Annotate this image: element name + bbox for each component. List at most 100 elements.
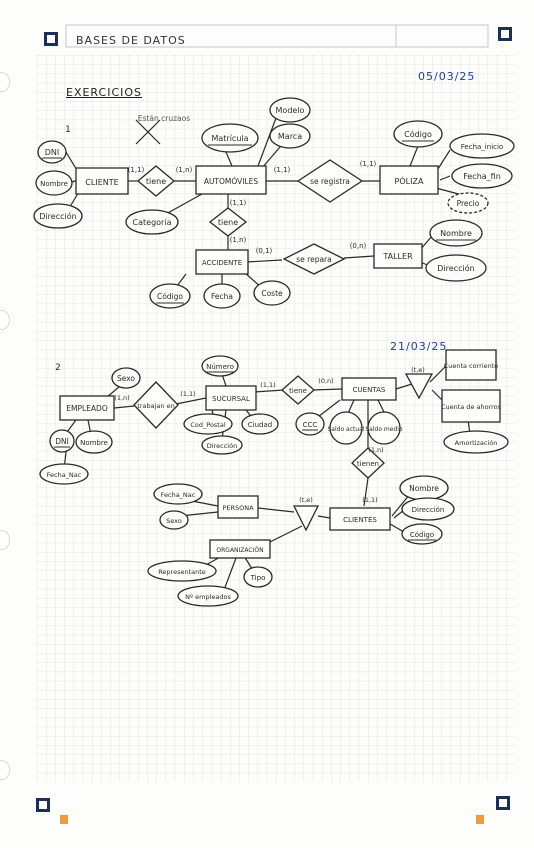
cuentas-subtypes (441, 349, 501, 423)
attr-sexo-label: Sexo (117, 374, 135, 383)
attr-cod-postal (183, 413, 233, 435)
exercise1-number: 1 (65, 125, 71, 135)
attr-fecha-nac (39, 463, 89, 485)
attr-fecha (203, 283, 241, 309)
corner-marks (36, 27, 512, 824)
rel-tiene1-label: tiene (146, 177, 166, 186)
attr-precio (447, 192, 489, 214)
rel-tiene1 (136, 165, 176, 197)
entity-sucursal (205, 385, 257, 411)
attr-modelo-label: Modelo (276, 106, 305, 115)
cuenta-ahorros-label: Cuenta de ahorros (441, 403, 502, 411)
card-ex2-4: (0,n) (318, 377, 333, 385)
card-ex2-8: (t,e) (299, 496, 313, 504)
attr-p-fecha-nac-label: Fecha_Nac (161, 491, 196, 499)
attr-nombre2 (75, 430, 113, 454)
ex1-shapes (33, 97, 515, 309)
attr-c-codigo-label: Código (410, 531, 434, 539)
rel-tiene2 (208, 207, 248, 237)
attr-marca (269, 123, 311, 149)
entity-clientes (329, 507, 391, 531)
entity-cliente (75, 167, 129, 195)
attr-c-direccion-label: Dirección (412, 506, 445, 514)
entity-sucursal-label: SUCURSAL (212, 395, 250, 403)
rel-trabaja (133, 381, 179, 429)
rel-tiene-sucursal (281, 375, 315, 405)
ex1-links (65, 117, 467, 291)
attr-numero-label: Número (206, 363, 234, 371)
attr-direccion2 (201, 435, 243, 455)
card-ex1-8: (0,n) (350, 242, 367, 250)
ex2-shapes (39, 355, 509, 607)
entity-cuentas-label: CUENTAS (353, 386, 386, 394)
attr-fecha-label: Fecha (211, 292, 233, 301)
attr-saldo-medio-label: Saldo medio (365, 426, 403, 433)
header-box (65, 24, 489, 48)
ex1-key-underlines (42, 140, 476, 304)
attr-saldo-actual (329, 411, 363, 445)
attr-representante-label: Representante (158, 568, 206, 576)
card-ex2-1: (1,n) (114, 394, 129, 402)
attr-coste (253, 280, 291, 306)
attr-c-nombre-label: Nombre (409, 484, 439, 493)
attr-cod-postal-label: Cod_Postal (190, 421, 225, 429)
attr-fecha-fin (451, 163, 513, 189)
attr-amortizacion (443, 430, 509, 454)
attr-direccion-taller-label: Dirección (437, 263, 474, 273)
attr-p-fecha-nac (153, 483, 203, 505)
attr-modelo (269, 97, 311, 123)
attr-fecha-inicio (449, 133, 515, 159)
card-ex2-2: (1,1) (180, 390, 195, 398)
attr-nombre-label: Nombre (40, 180, 68, 188)
attr-categoria (125, 209, 179, 235)
entity-poliza (379, 165, 439, 195)
rel-registra (296, 159, 364, 203)
rel-tiene2-label: tiene (218, 218, 238, 227)
entity-clientes-label: CLIENTES (343, 516, 377, 524)
card-ex1-2: (1,n) (176, 166, 193, 174)
entity-taller (373, 243, 423, 269)
attr-codigo-accidente (149, 283, 191, 309)
attr-fecha-nac-label: Fecha_Nac (47, 471, 82, 479)
rel-repara (282, 243, 346, 275)
attr-p-sexo-label: Sexo (166, 517, 182, 525)
card-ex1-4: (1,1) (360, 160, 377, 168)
attr-c-direccion (401, 497, 455, 521)
entity-accidente-label: ACCIDENTE (202, 259, 242, 267)
attr-ccc-label: CCC (303, 421, 318, 429)
card-ex1-6: (1,n) (230, 236, 247, 244)
rel-registra-label: se registra (310, 177, 350, 186)
attr-nombre (35, 170, 73, 196)
attr-numero (201, 355, 239, 377)
attr-nombre2-label: Nombre (80, 439, 108, 447)
attr-dni2-label: DNI (55, 437, 69, 446)
rel-repara-label: se repara (296, 255, 331, 264)
entity-organizacion (209, 539, 271, 559)
attr-direccion-taller (425, 254, 487, 282)
attr-marca-label: Marca (278, 132, 302, 141)
entity-empleado (59, 395, 115, 421)
card-ex1-3: (1,1) (274, 166, 291, 174)
entity-persona (217, 495, 259, 519)
attr-direccion-label: Dirección (39, 211, 76, 221)
attr-dni-label: DNI (45, 148, 60, 157)
entity-empleado-label: EMPLEADO (66, 404, 108, 413)
card-ex1-5: (1,1) (230, 199, 247, 207)
attr-nombre-taller-label: Nombre (440, 229, 472, 238)
date-second: 21/03/25 (390, 340, 448, 353)
attr-direccion2-label: Dirección (207, 442, 237, 450)
attr-ciudad-label: Ciudad (248, 421, 272, 429)
attr-sexo (111, 367, 141, 389)
attr-codigo-accidente-label: Código (157, 292, 183, 301)
entity-taller-label: TALLER (382, 252, 413, 261)
rel-tiene-label: tiene (289, 387, 307, 395)
card-ex2-7: (1,1) (362, 496, 377, 504)
isa-clientes (292, 505, 320, 532)
exercise2-number: 2 (55, 363, 61, 373)
entity-cliente-label: CLIENTE (85, 178, 118, 187)
card-ex2-3: (1,1) (260, 381, 275, 389)
attr-tipo (243, 566, 273, 588)
attr-n-empleados (177, 585, 239, 607)
